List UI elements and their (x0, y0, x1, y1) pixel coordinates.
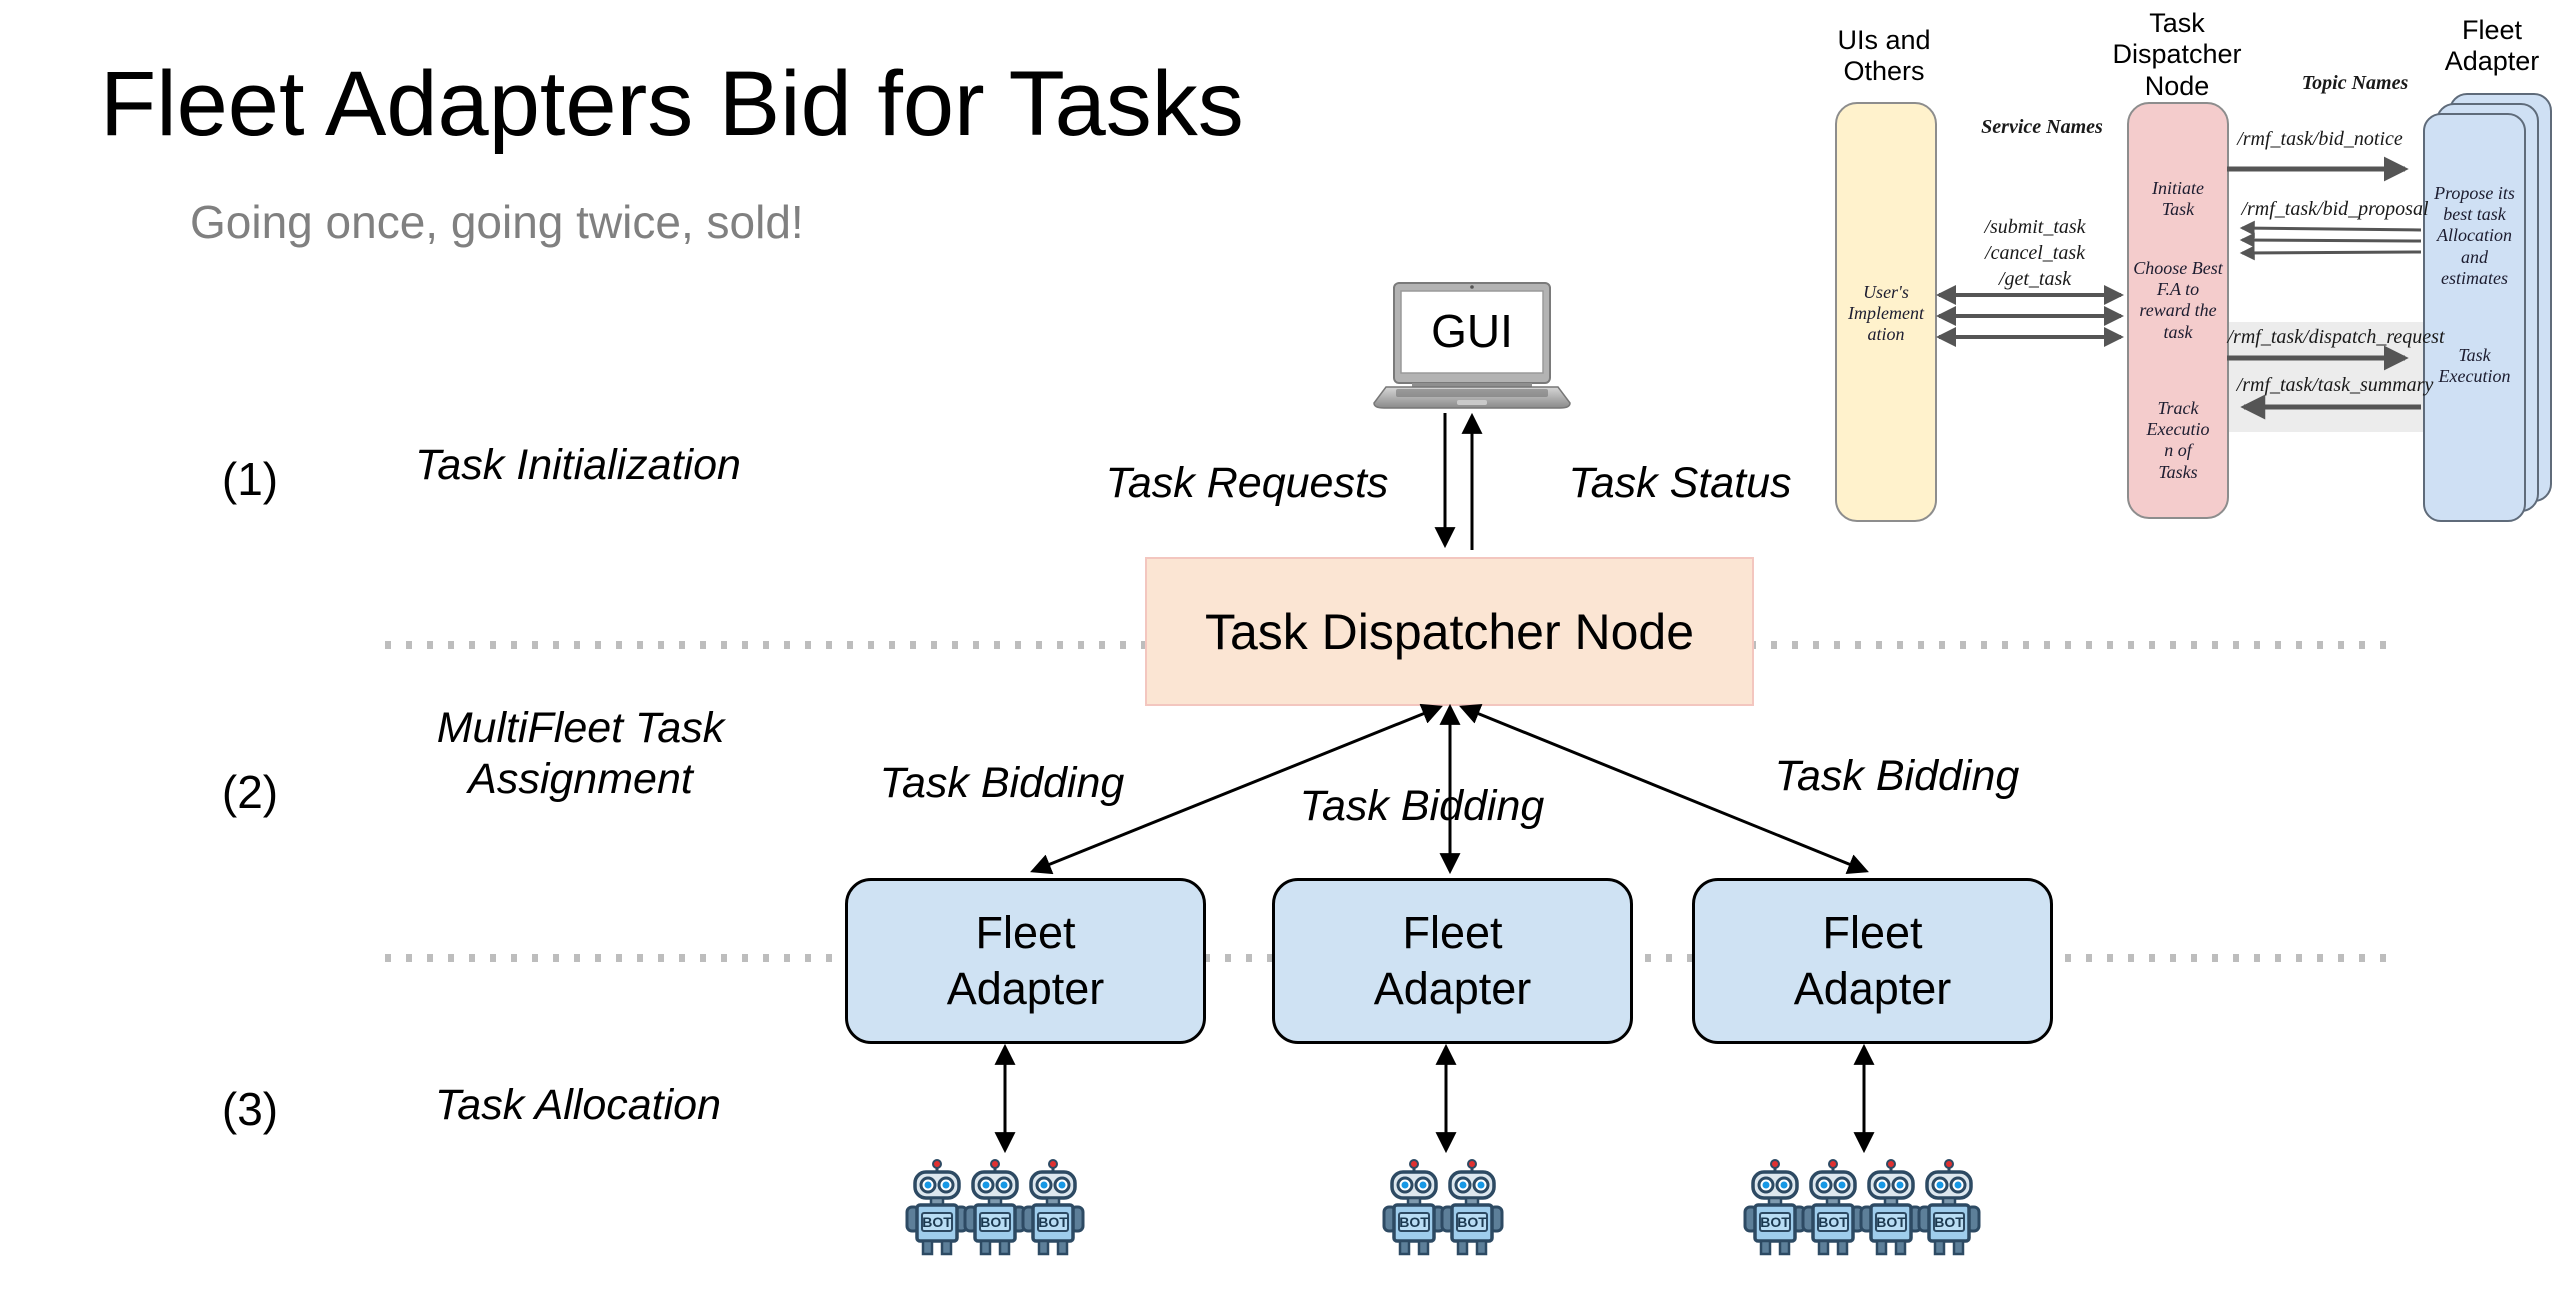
mini-topic-names-heading: Topic Names (2301, 72, 2409, 94)
mini-topic-dispatch-request: /rmf_task/dispatch_request (2227, 326, 2445, 348)
mini-arrow-bid-proposal-2 (2239, 232, 2422, 248)
mini-header-fleet: Fleet Adapter (2444, 15, 2540, 77)
laptop-screen (1400, 290, 1544, 374)
bot-label: BOT (980, 1214, 1010, 1230)
bot-label: BOT (1760, 1214, 1790, 1230)
robot-icon: BOT (905, 1159, 969, 1256)
task-dispatcher-node-label: Task Dispatcher Node (1204, 603, 1695, 660)
fleet-adapter-box-middle: Fleet Adapter (1272, 878, 1633, 1044)
page-subtitle: Going once, going twice, sold! (190, 196, 804, 248)
robot-group-right: BOT BOT BOT (1743, 1158, 1981, 1258)
bot-label: BOT (1399, 1214, 1429, 1230)
mini-uis-column: User's Implement ation (1835, 102, 1937, 522)
mini-fleet-propose: Propose its best task Allocation and est… (2434, 183, 2515, 288)
step-3-label: Task Allocation (434, 1081, 722, 1129)
robot-icon: BOT (1917, 1159, 1981, 1256)
fleet-adapter-box-left: Fleet Adapter (845, 878, 1206, 1044)
laptop-keyboard (1396, 389, 1548, 397)
mini-service-names-heading: Service Names (1981, 116, 2103, 138)
mini-fleet-card-front: Propose its best task Allocation and est… (2423, 113, 2526, 522)
robot-icon: BOT (1859, 1159, 1923, 1256)
laptop-hinge (1412, 383, 1532, 387)
robot-group-middle: BOT BOT (1382, 1158, 1504, 1258)
mini-header-uis: UIs and Others (1837, 25, 1931, 87)
mini-topic-bid-notice: /rmf_task/bid_notice (2237, 128, 2403, 150)
mini-fleet-execute: Task Execution (2438, 345, 2511, 387)
robot-icon: BOT (1382, 1159, 1446, 1256)
bot-label: BOT (1934, 1214, 1964, 1230)
task-dispatcher-node-box: Task Dispatcher Node (1145, 557, 1754, 706)
mini-topic-task-summary: /rmf_task/task_summary (2236, 374, 2434, 396)
robot-icon: BOT (963, 1159, 1027, 1256)
bot-label: BOT (1876, 1214, 1906, 1230)
robot-group-left: BOT BOT BOT (905, 1158, 1085, 1258)
robot-icon: BOT (1021, 1159, 1085, 1256)
mini-arrow-bid-proposal-3 (2239, 245, 2422, 261)
bot-label: BOT (1818, 1214, 1848, 1230)
step-3-number: (3) (221, 1083, 279, 1135)
webcam-dot (1470, 285, 1474, 289)
mini-topic-bid-proposal: /rmf_task/bid_proposal (2241, 198, 2429, 220)
task-bidding-label-left: Task Bidding (879, 759, 1125, 807)
mini-dispatcher-initiate: Initiate Task (2152, 178, 2204, 220)
task-bidding-label-middle: Task Bidding (1299, 782, 1545, 830)
step-2-label: MultiFleet Task Assignment (436, 704, 725, 803)
bot-label: BOT (922, 1214, 952, 1230)
robot-icon: BOT (1801, 1159, 1865, 1256)
bot-label: BOT (1038, 1214, 1068, 1230)
laptop-trackpad (1457, 400, 1487, 405)
laptop-gui: GUI (1373, 282, 1571, 409)
mini-uis-body: User's Implement ation (1848, 282, 1924, 345)
mini-dispatcher-column: Initiate Task Choose Best F.A to reward … (2127, 102, 2229, 519)
task-bidding-label-right: Task Bidding (1774, 752, 2020, 800)
step-1-label: Task Initialization (415, 441, 741, 489)
mini-header-dispatcher: Task Dispatcher Node (2112, 8, 2242, 101)
mini-arrow-bid-proposal-1 (2239, 220, 2422, 236)
mini-services-list: /submit_task /cancel_task /get_task (1984, 216, 2086, 290)
task-status-label: Task Status (1568, 459, 1792, 507)
page-title: Fleet Adapters Bid for Tasks (100, 53, 1244, 155)
step-2-number: (2) (221, 766, 279, 818)
robot-icon: BOT (1440, 1159, 1504, 1256)
mini-dispatcher-choose: Choose Best F.A to reward the task (2133, 258, 2223, 342)
robot-icon: BOT (1743, 1159, 1807, 1256)
mini-dispatcher-track: Track Executio n of Tasks (2146, 398, 2210, 482)
gui-label: GUI (1431, 305, 1513, 357)
task-requests-label: Task Requests (1105, 459, 1389, 507)
bot-label: BOT (1457, 1214, 1487, 1230)
fleet-adapter-box-right: Fleet Adapter (1692, 878, 2053, 1044)
step-1-number: (1) (221, 453, 279, 505)
